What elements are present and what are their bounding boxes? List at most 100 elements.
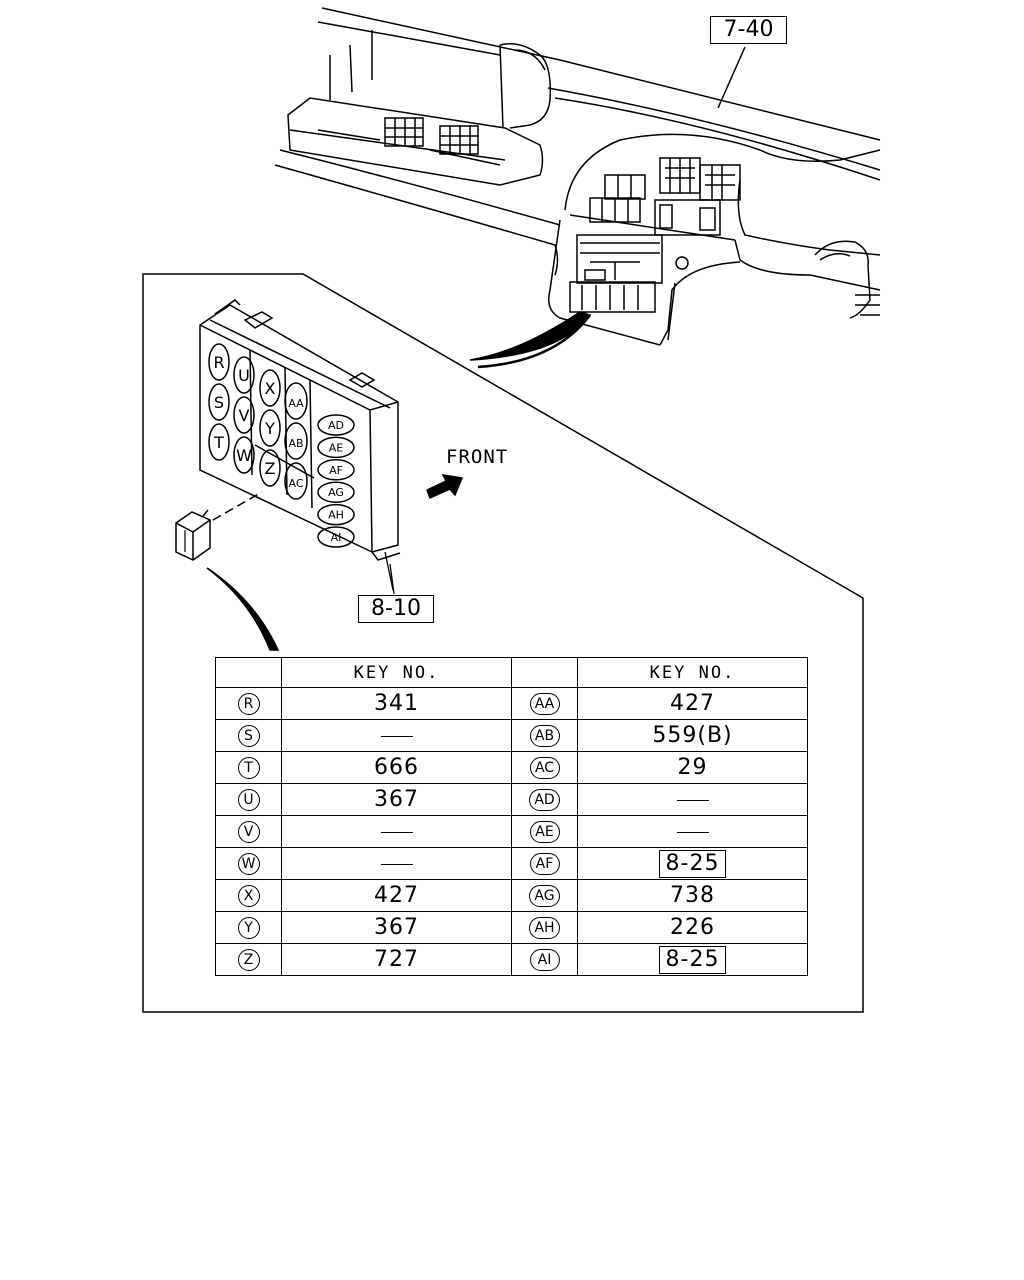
key-number-left (281, 847, 512, 880)
fuse-slot-label: Z (265, 459, 276, 478)
position-circle: T (237, 756, 260, 779)
position-circle: AE (529, 820, 560, 843)
no-key-dash (380, 863, 413, 865)
fuse-slot-outline (233, 356, 255, 394)
fuse-slot-outline (284, 462, 308, 500)
fuse-slot-label: AA (288, 397, 304, 410)
dashboard-drawing (274, 7, 881, 346)
fuse-position-left: T (215, 751, 282, 784)
position-circle: AC (529, 756, 560, 779)
table-header-row: KEY NO. KEY NO. (215, 657, 808, 688)
fuse-slot-label: W (236, 446, 252, 465)
position-circle: AD (529, 788, 560, 811)
fuse-slot-label: AE (329, 441, 344, 454)
key-number-right: 559(B) (577, 719, 808, 752)
fuse-slot-label: AD (328, 419, 344, 432)
key-number-right: 8-25 (577, 847, 808, 880)
fuse-position-right: AH (511, 911, 578, 944)
fuse-position-left: R (215, 687, 282, 720)
fuse-position-right: AB (511, 719, 578, 752)
fuse-box-reference-box: 8-10 (358, 595, 434, 623)
position-circle: AF (529, 852, 560, 875)
fuse-slot-label: V (239, 406, 250, 425)
fuse-slot-outline (317, 414, 355, 436)
detail-frame (142, 273, 864, 1013)
key-number-right: 29 (577, 751, 808, 784)
fuse-slot-label: X (265, 379, 276, 398)
key-number-value: 666 (374, 755, 419, 780)
fuse-slot-label: AI (331, 531, 342, 544)
no-key-dash (380, 831, 413, 833)
fuse-slot-outline (259, 449, 281, 487)
table-row: T 666 AC 29 (215, 751, 808, 784)
position-circle: AH (529, 916, 560, 939)
position-circle: U (237, 788, 260, 811)
table-row: V AE (215, 815, 808, 848)
position-circle: W (237, 852, 260, 875)
dashboard-reference-box: 7-40 (710, 16, 787, 44)
fuse-slot-label: AF (329, 464, 343, 477)
fuse-position-right: AC (511, 751, 578, 784)
fuse-box-drawing (175, 299, 401, 651)
key-number-value: 341 (374, 691, 419, 716)
header-blank-left (215, 657, 282, 688)
fuse-slot-outline (317, 503, 355, 526)
fuse-slot-label: AB (288, 437, 303, 450)
key-reference-box: 8-25 (658, 945, 727, 974)
fuse-position-left: V (215, 815, 282, 848)
position-circle: S (237, 724, 260, 747)
key-number-value: 427 (670, 691, 715, 716)
key-number-value: 226 (670, 915, 715, 940)
fuse-slot-outline (284, 382, 308, 420)
fuse-slot-outline (317, 526, 355, 548)
no-key-dash (380, 735, 413, 737)
fuse-position-left: Y (215, 911, 282, 944)
fuse-position-left: S (215, 719, 282, 752)
position-circle: R (237, 692, 260, 715)
fuse-slot-outline (233, 396, 255, 434)
key-number-left (281, 719, 512, 752)
position-circle: AG (529, 884, 560, 907)
fuse-position-right: AG (511, 879, 578, 912)
key-number-value: 427 (374, 883, 419, 908)
fuse-slot-outline (317, 459, 355, 481)
fuse-slot-label: Y (264, 419, 275, 438)
table-row: Y 367 AH 226 (215, 911, 808, 944)
table-row: U 367 AD (215, 783, 808, 816)
fuse-slot-outline (233, 436, 255, 474)
key-number-left: 367 (281, 783, 512, 816)
fuse-position-right: AD (511, 783, 578, 816)
position-circle: V (237, 820, 260, 843)
key-reference-box: 8-25 (658, 849, 727, 878)
key-number-left: 727 (281, 943, 512, 976)
key-number-left: 367 (281, 911, 512, 944)
key-number-right (577, 783, 808, 816)
key-number-right: 738 (577, 879, 808, 912)
fuse-slot-outline (208, 343, 230, 381)
fuse-slot-label: R (213, 353, 224, 372)
key-number-right: 427 (577, 687, 808, 720)
fuse-position-right: AI (511, 943, 578, 976)
position-circle: Y (237, 916, 260, 939)
fuse-position-right: AE (511, 815, 578, 848)
key-number-right (577, 815, 808, 848)
fuse-slot-label: AH (328, 509, 344, 522)
fuse-slot-outline (317, 481, 355, 503)
key-number-value: 727 (374, 947, 419, 972)
table-row: W AF 8-25 (215, 847, 808, 880)
fuse-slot-outline (317, 436, 355, 459)
fuse-slot-label: U (238, 366, 250, 385)
front-label: FRONT (446, 446, 509, 468)
position-circle: X (237, 884, 260, 907)
key-number-value: 738 (670, 883, 715, 908)
header-key-no-left: KEY NO. (281, 657, 512, 688)
fuse-slot-label: T (213, 433, 224, 452)
table-row: X 427 AG 738 (215, 879, 808, 912)
front-arrow-icon (426, 474, 464, 500)
header-blank-right (511, 657, 578, 688)
